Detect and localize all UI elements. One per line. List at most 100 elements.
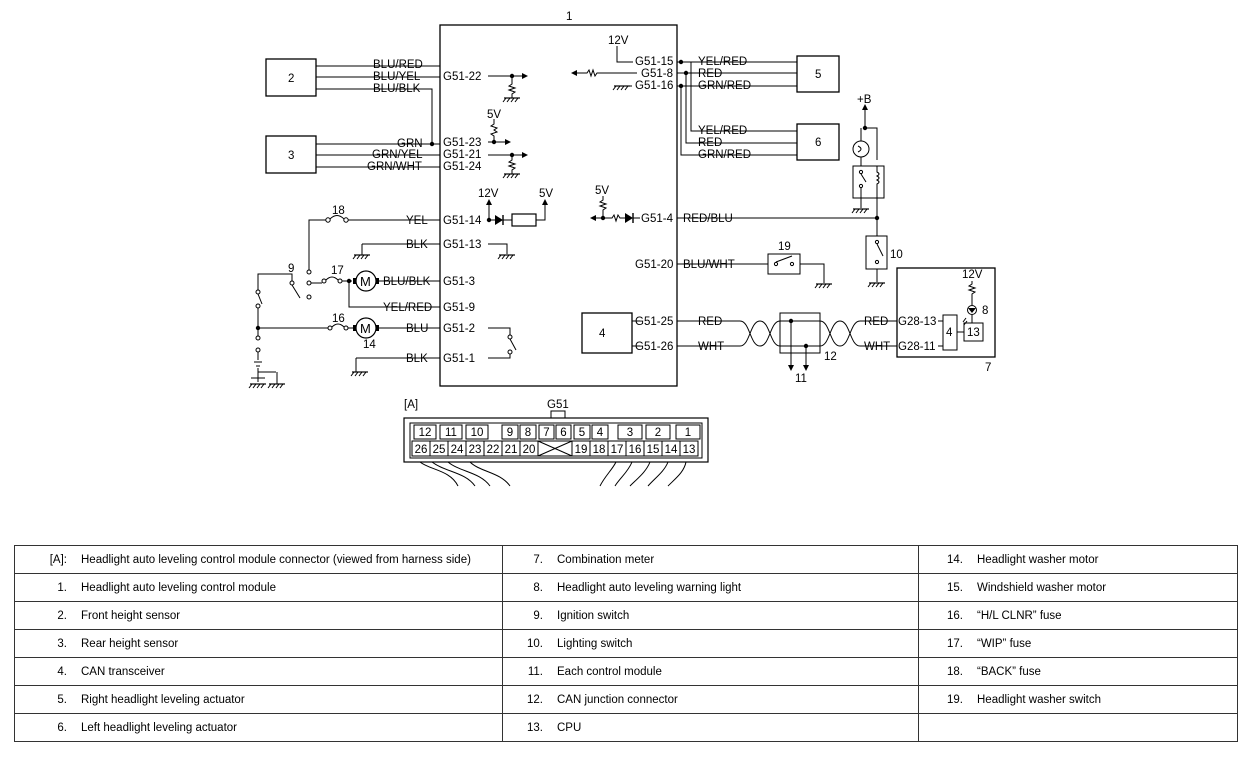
wire-blu-blk: BLU/BLK — [373, 83, 421, 95]
connector-pin-label: 3 — [627, 427, 633, 439]
connector-pin-label: 8 — [525, 427, 531, 439]
connector-pin-label: 7 — [543, 427, 549, 439]
pin-g51-26: G51-26 — [635, 341, 673, 353]
connector-pin-label: 22 — [487, 444, 500, 456]
pin-g51-16: G51-16 — [635, 80, 673, 92]
legend-key: 19. — [947, 693, 963, 706]
label-can-in-meter: 4 — [946, 327, 953, 339]
pin-g51-22: G51-22 — [443, 71, 481, 83]
legend-key: 2. — [57, 609, 67, 622]
legend-text: Right headlight leveling actuator — [81, 693, 245, 706]
legend-cell: 12.CAN junction connector — [502, 685, 919, 714]
connector-pin-label: 9 — [507, 427, 513, 439]
v5-g51-23: 5V — [487, 109, 501, 121]
connector-pin-label: 25 — [433, 444, 446, 456]
legend-cell: 1.Headlight auto leveling control module — [14, 573, 503, 602]
wire-grn-yel: GRN/YEL — [372, 149, 423, 161]
legend-cell: 11.Each control module — [502, 657, 919, 686]
label-each-module: 11 — [795, 373, 807, 385]
connector-pin-label: 2 — [655, 427, 661, 439]
connector-pin-label: 19 — [575, 444, 588, 456]
legend-text: CPU — [557, 721, 582, 734]
legend-row: [A]: Headlight auto leveling control modu… — [14, 545, 1238, 574]
connector-pin-cell — [573, 424, 591, 440]
pin-g51-8: G51-8 — [641, 68, 673, 80]
legend-cell: 2. Front height sensor — [14, 601, 503, 630]
legend-cell: 19.Headlight washer switch — [918, 685, 1238, 714]
connector-pin-cell — [538, 424, 555, 440]
connector-pin-cell — [679, 440, 699, 457]
wire-blk-1: BLK — [406, 353, 428, 365]
pin-g28-11: G28-11 — [898, 341, 936, 353]
connector-pin-label: 26 — [415, 444, 428, 456]
legend-key: 7. — [533, 553, 543, 566]
pin-g51-9: G51-9 — [443, 302, 475, 314]
legend-cell: 9. Ignition switch — [502, 601, 919, 630]
wire-yel-red-5: YEL/RED — [698, 56, 747, 68]
connector-pin-label: 15 — [647, 444, 660, 456]
connector-pin-label: 16 — [629, 444, 642, 456]
connector-pin-label: 18 — [593, 444, 606, 456]
wire-grn: GRN — [397, 138, 423, 150]
label-meter: 7 — [985, 362, 991, 374]
label-right-actuator: 5 — [815, 69, 821, 81]
left-actuator-box — [796, 123, 840, 161]
pin-g51-14: G51-14 — [443, 215, 482, 227]
motor-ws: M — [360, 274, 371, 289]
connector-pin-label: 11 — [445, 427, 457, 439]
legend-key: 11. — [527, 665, 543, 678]
wire-yel-red-9: YEL/RED — [383, 302, 432, 314]
pin-g51-1: G51-1 — [443, 353, 475, 365]
label-left-actuator: 6 — [815, 137, 821, 149]
v12-meter: 12V — [962, 269, 983, 281]
connector-pin-label: 24 — [451, 444, 464, 456]
connector-pin-label: 23 — [469, 444, 482, 456]
wire-red-blu: RED/BLU — [683, 213, 733, 225]
label-fuse-hl: 16 — [332, 313, 345, 325]
wire-wht-26: WHT — [698, 341, 724, 353]
label-rear-sensor: 3 — [288, 150, 294, 162]
legend-cell: 13. CPU — [502, 713, 919, 742]
pin-g51-21: G51-21 — [443, 149, 481, 161]
wire-blu-wht: BLU/WHT — [683, 259, 735, 271]
legend-key: 13. — [527, 721, 543, 734]
legend-text: Left headlight leveling actuator — [81, 721, 237, 734]
legend-cell: 6. Left headlight leveling actuator — [14, 713, 503, 742]
connector-name: G51 — [547, 399, 569, 411]
legend-text: Ignition switch — [557, 609, 630, 622]
pin-g51-25: G51-25 — [635, 316, 673, 328]
connector-pin-label: 10 — [471, 427, 484, 439]
legend-key: 8. — [533, 581, 543, 594]
connector-pin-cell — [675, 424, 701, 440]
connector-pin-cell — [413, 424, 437, 440]
legend-text: Front height sensor — [81, 609, 181, 622]
connector-pin-cell — [617, 424, 643, 440]
can-transceiver-box — [581, 312, 633, 354]
wire-red-5: RED — [698, 68, 722, 80]
connector-pin-cell — [591, 424, 609, 440]
legend-text: “BACK” fuse — [977, 665, 1041, 678]
legend-table: [A]: Headlight auto leveling control modu… — [14, 545, 1238, 742]
legend-row: 1.Headlight auto leveling control module… — [14, 573, 1238, 602]
connector-pin-label: 12 — [419, 427, 432, 439]
legend-key: [A]: — [49, 553, 67, 566]
legend-key: 9. — [533, 609, 543, 622]
pin-g51-3: G51-3 — [443, 276, 475, 288]
legend-text: CAN junction connector — [557, 693, 678, 706]
legend-cell: 8.Headlight auto leveling warning light — [502, 573, 919, 602]
label-can-transceiver: 4 — [599, 328, 606, 340]
label-front-sensor: 2 — [288, 73, 294, 85]
legend-text: Headlight auto leveling control module c… — [81, 553, 471, 566]
motor-hl: M — [360, 321, 371, 336]
connector-pin-cell — [439, 424, 463, 440]
combination-meter-box — [896, 267, 996, 358]
label-fuse-back: 18 — [332, 205, 345, 217]
wire-grn-red-6: GRN/RED — [698, 149, 751, 161]
legend-key: 6. — [57, 721, 67, 734]
legend-cell: 17.“WIP” fuse — [918, 629, 1238, 658]
wire-yel-red-6: YEL/RED — [698, 125, 747, 137]
v5-g51-14: 5V — [539, 188, 553, 200]
pin-g51-23: G51-23 — [443, 137, 481, 149]
